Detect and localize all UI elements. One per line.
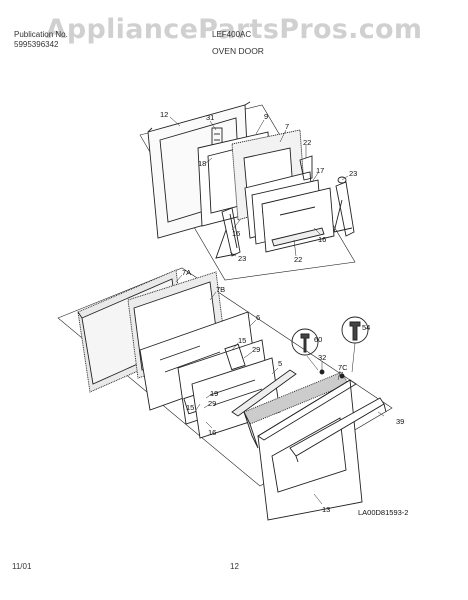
callout-15-top: 15 [238, 336, 246, 345]
callout-7a: 7A [182, 268, 191, 277]
callout-6: 6 [256, 313, 260, 322]
hinge-left [215, 207, 241, 259]
callout-19: 19 [210, 389, 218, 398]
bottom-trim-bar [271, 227, 325, 247]
callout-9: 9 [264, 112, 268, 121]
door-handle [289, 397, 387, 463]
callout-31: 31 [206, 113, 214, 122]
callout-23-right: 23 [349, 169, 357, 178]
footer-date: 11/01 [12, 562, 32, 571]
watermark: AppliancePartsPros.com [45, 14, 423, 45]
callout-22-top: 22 [303, 138, 311, 147]
footer-page-number: 12 [230, 562, 239, 571]
callout-7: 7 [285, 122, 289, 131]
trim-strip [231, 369, 297, 417]
callout-23-left: 23 [238, 254, 246, 263]
callout-29-bottom: 29 [208, 399, 216, 408]
callout-5: 5 [278, 359, 282, 368]
callout-22-bottom: 22 [294, 255, 302, 264]
section-title: OVEN DOOR [212, 46, 264, 56]
callout-16-right: 16 [318, 235, 326, 244]
callout-39: 39 [396, 417, 404, 426]
screw-60-icon [291, 328, 319, 371]
callout-18: 18 [198, 159, 206, 168]
model-number: LEF400AC [212, 30, 252, 39]
callout-15-bottom: 15 [186, 403, 194, 412]
callout-29-top: 29 [252, 345, 260, 354]
outer-door-panel [257, 379, 363, 521]
callout-16-left: 16 [232, 229, 240, 238]
publication-number: 5995396342 [14, 40, 59, 49]
diagram-code: LA00D81593-2 [358, 508, 408, 517]
lower-assembly-plane [57, 267, 393, 487]
bracket-22-right [299, 155, 313, 181]
screw-54-icon [341, 316, 369, 373]
callout-12: 12 [160, 110, 168, 119]
callout-60: 60 [314, 335, 322, 344]
callout-13: 13 [322, 505, 330, 514]
callout-32: 32 [318, 353, 326, 362]
door-seal-7c [243, 371, 349, 449]
publication-label: Publication No. [14, 30, 68, 39]
glass-panels [244, 171, 335, 253]
callout-54: 54 [362, 323, 370, 332]
hinge-right [333, 176, 355, 237]
callout-17: 17 [316, 166, 324, 175]
callout-7b: 7B [216, 285, 225, 294]
callout-16-lower: 16 [208, 428, 216, 437]
callout-7c: 7C [338, 363, 348, 372]
